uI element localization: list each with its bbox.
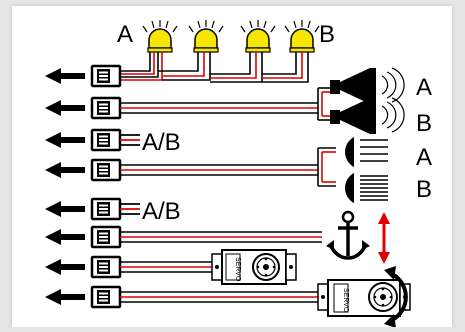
anchor-wires [120, 231, 322, 243]
lamp-group: A B [117, 19, 335, 53]
ab-wires [120, 134, 140, 215]
receiver-module-icon [90, 64, 122, 88]
headlight-b-icon [345, 173, 388, 203]
light-wires [120, 147, 336, 187]
servo-2-wires [120, 291, 322, 303]
receiver-module-icon [90, 255, 122, 279]
receiver-module-icon [90, 96, 122, 120]
up-down-arrow-icon [378, 212, 390, 264]
light-label-a: A [416, 144, 432, 171]
horn-label-b: B [416, 110, 432, 137]
horn-label-a: A [416, 74, 432, 101]
anchor-icon [326, 210, 370, 260]
lamp-wires [120, 52, 309, 83]
receiver-module-icon [90, 285, 122, 309]
channel-ab-label-2: A/B [142, 198, 181, 225]
receiver-module-icon [90, 158, 122, 182]
lamp-label-a: A [117, 21, 133, 48]
channel-ab-label-1: A/B [142, 129, 181, 156]
rotation-arrow-icon [384, 266, 408, 328]
receiver-module-icon [90, 197, 122, 221]
light-label-b: B [416, 176, 432, 203]
horn-b-icon [330, 97, 405, 134]
headlight-a-icon [345, 137, 388, 167]
servo-2-label: SERVO [342, 288, 349, 313]
servo-1-icon: SERVO [211, 249, 297, 285]
servo-2-icon: SERVO [317, 279, 411, 317]
receiver-module-icon [90, 128, 122, 152]
servo-1-wires [120, 261, 216, 273]
servo-1-label: SERVO [234, 257, 241, 282]
receiver-module-icon [90, 225, 122, 249]
horn-a-icon [330, 67, 405, 104]
lamp-label-b: B [319, 21, 335, 48]
horn-wires [120, 87, 330, 121]
